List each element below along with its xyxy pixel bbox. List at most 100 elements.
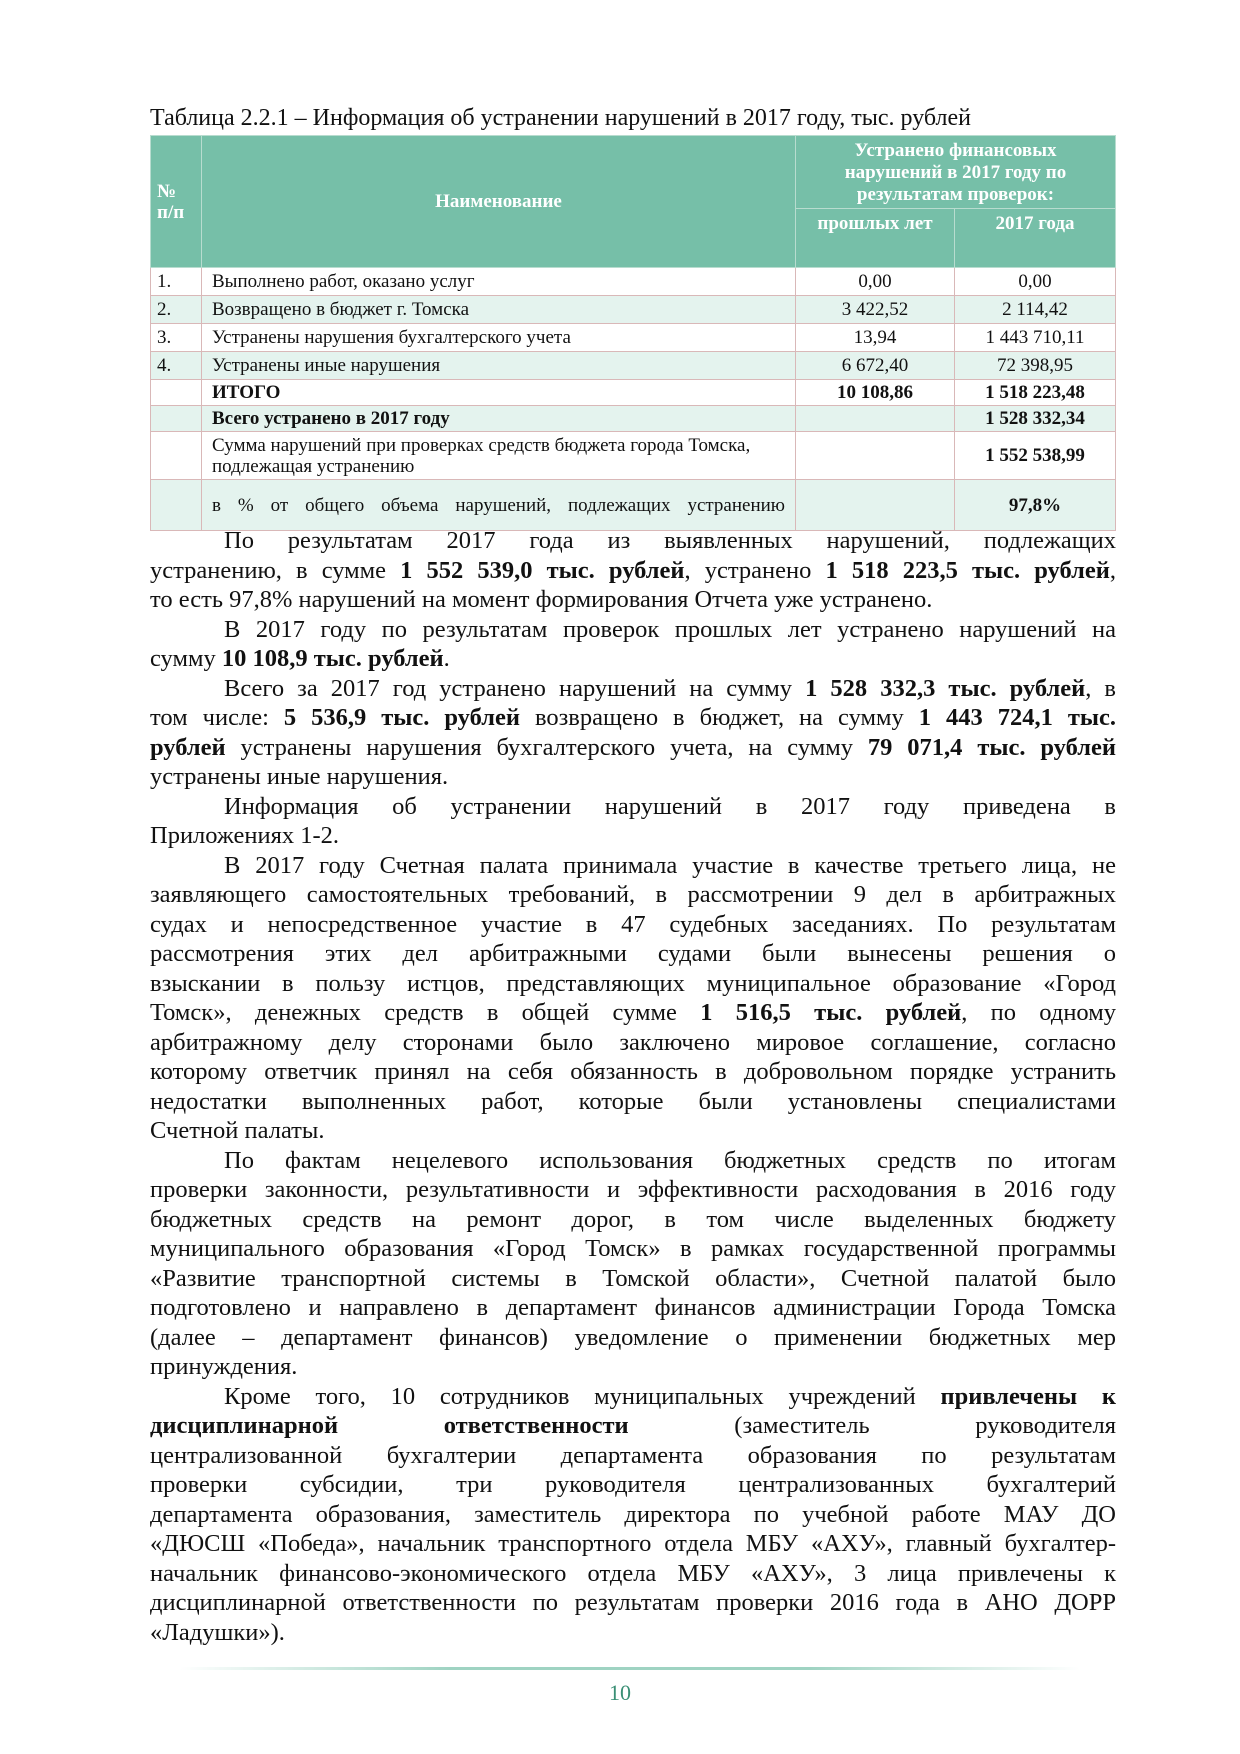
row-name: Всего устранено в 2017 году [201, 405, 796, 432]
text: заявляющего самостоятельных требований, … [150, 881, 1116, 908]
row-current: 97,8% [954, 479, 1116, 531]
header-name: Наименование [201, 135, 796, 268]
text-line: дисциплинарной ответственности по резуль… [150, 1588, 1116, 1618]
text: муниципального образования «Город Томск»… [150, 1235, 1116, 1262]
text: По фактам нецелевого использования бюдже… [224, 1146, 1116, 1174]
row-past: 13,94 [795, 323, 955, 352]
row-name: Устранены нарушения бухгалтерского учета [201, 323, 796, 352]
bold-text: 10 108,9 тыс. рублей [221, 645, 444, 672]
text: Кроме того, 10 сотрудников муниципальных… [224, 1382, 941, 1410]
footer-divider [180, 1667, 1080, 1670]
text: департамента образования, заместитель ди… [150, 1500, 1116, 1528]
text-line: устранению, в сумме 1 552 539,0 тыс. руб… [150, 556, 1116, 586]
text: бюджетных средств на ремонт дорог, в том… [150, 1205, 1116, 1233]
text: которому ответчик принял на себя обязанн… [150, 1058, 1116, 1085]
text: Томск», денежных средств в общей сумме [150, 999, 701, 1026]
text-line: заявляющего самостоятельных требований, … [150, 880, 1116, 910]
paragraph: Кроме того, 10 сотрудников муниципальных… [150, 1382, 1116, 1648]
text: Информация об устранении нарушений в 201… [224, 792, 1116, 820]
text-line: сумму 10 108,9 тыс. рублей. [150, 644, 1116, 674]
row-past: 0,00 [795, 267, 955, 296]
text: устранению, в сумме [150, 556, 401, 584]
row-current: 1 552 538,99 [954, 431, 1116, 480]
text-line: «Развитие транспортной системы в Томской… [150, 1264, 1116, 1294]
row-past: 3 422,52 [795, 295, 955, 324]
text: проверки законности, результативности и … [150, 1176, 1116, 1203]
paragraph: По фактам нецелевого использования бюдже… [150, 1146, 1116, 1382]
text: то есть 97,8% нарушений на момент формир… [150, 586, 933, 613]
row-past [795, 405, 955, 432]
bold-text: 5 536,9 тыс. рублей [283, 704, 520, 731]
table-row: в % от общего объема нарушений, подлежащ… [150, 479, 1116, 531]
text: том числе: [150, 704, 284, 731]
text-line: судах и непосредственное участие в 47 су… [150, 910, 1116, 940]
text: В 2017 году Счетная палата принимала уча… [224, 851, 1116, 879]
text-line: проверки законности, результативности и … [150, 1175, 1116, 1205]
text: (заместитель руководителя [628, 1412, 1116, 1439]
text-line: «Ладушки»). [150, 1618, 1116, 1648]
bold-text: 1 552 539,0 тыс. рублей [400, 556, 685, 584]
row-name: ИТОГО [201, 379, 796, 406]
text-line: Информация об устранении нарушений в 201… [150, 792, 1116, 822]
header-past: прошлых лет [795, 208, 955, 268]
row-num: 3. [150, 323, 202, 352]
text: проверки субсидии, три руководителя цент… [150, 1471, 1116, 1498]
text-line: принуждения. [150, 1352, 1116, 1382]
text-line: Всего за 2017 год устранено нарушений на… [150, 674, 1116, 704]
text-line: которому ответчик принял на себя обязанн… [150, 1057, 1116, 1087]
text-line: том числе: 5 536,9 тыс. рублей возвращен… [150, 703, 1116, 733]
text: «Ладушки»). [150, 1618, 285, 1646]
text: недостатки выполненных работ, которые бы… [150, 1087, 1116, 1115]
bold-text: 1 516,5 тыс. рублей [700, 999, 962, 1026]
text: устранены иные нарушения. [150, 763, 449, 790]
text-line: Счетной палаты. [150, 1116, 1116, 1146]
table-row: Всего устранено в 2017 году 1 528 332,34 [150, 405, 1116, 432]
text-line: Приложениях 1-2. [150, 821, 1116, 851]
text: централизованной бухгалтерии департамент… [150, 1441, 1116, 1469]
row-past [795, 479, 955, 531]
text: сумму [150, 645, 222, 672]
text-line: устранены иные нарушения. [150, 762, 1116, 792]
text: рассмотрения этих дел арбитражными судам… [150, 940, 1116, 967]
paragraph: Информация об устранении нарушений в 201… [150, 792, 1116, 851]
row-num: 4. [150, 351, 202, 380]
table-row: 3.Устранены нарушения бухгалтерского уче… [150, 323, 1116, 352]
text: судах и непосредственное участие в 47 су… [150, 910, 1116, 938]
text-line: В 2017 году по результатам проверок прош… [150, 615, 1116, 645]
bold-text: 1 518 223,5 тыс. рублей [825, 556, 1110, 584]
paragraph: Всего за 2017 год устранено нарушений на… [150, 674, 1116, 792]
header-num: № п/п [150, 135, 202, 268]
row-current: 0,00 [954, 267, 1116, 296]
row-current: 1 443 710,11 [954, 323, 1116, 352]
text: По результатам 2017 года из выявленных н… [224, 527, 1116, 554]
violations-table: № п/п Наименование Устранено финансовых … [150, 135, 1116, 531]
row-name: Сумма нарушений при проверках средств бю… [201, 431, 796, 480]
row-num: 2. [150, 295, 202, 324]
row-current: 2 114,42 [954, 295, 1116, 324]
text: В 2017 году по результатам проверок прош… [224, 615, 1116, 643]
paragraph: По результатам 2017 года из выявленных н… [150, 526, 1116, 615]
body-text: По результатам 2017 года из выявленных н… [150, 526, 1116, 1647]
text-line: В 2017 году Счетная палата принимала уча… [150, 851, 1116, 881]
row-num [150, 431, 202, 480]
header-group: Устранено финансовых нарушений в 2017 го… [795, 135, 1116, 209]
row-name: в % от общего объема нарушений, подлежащ… [201, 479, 796, 531]
text: устранены нарушения бухгалтерского учета… [225, 733, 868, 761]
text: , [1109, 556, 1116, 584]
row-current: 1 528 332,34 [954, 405, 1116, 432]
row-num: 1. [150, 267, 202, 296]
text-line: дисциплинарной ответственности (заместит… [150, 1411, 1116, 1441]
row-name: Выполнено работ, оказано услуг [201, 267, 796, 296]
row-past: 6 672,40 [795, 351, 955, 380]
text: «ДЮСШ «Победа», начальник транспортного … [150, 1530, 1116, 1557]
text: Всего за 2017 год устранено нарушений на… [224, 674, 806, 702]
table-caption: Таблица 2.2.1 – Информация об устранении… [150, 105, 971, 131]
bold-text: привлечены к [940, 1382, 1117, 1410]
text: принуждения. [150, 1353, 298, 1380]
text: , устранено [684, 556, 826, 584]
text-line: муниципального образования «Город Томск»… [150, 1234, 1116, 1264]
text-line: арбитражному делу сторонами было заключе… [150, 1028, 1116, 1058]
